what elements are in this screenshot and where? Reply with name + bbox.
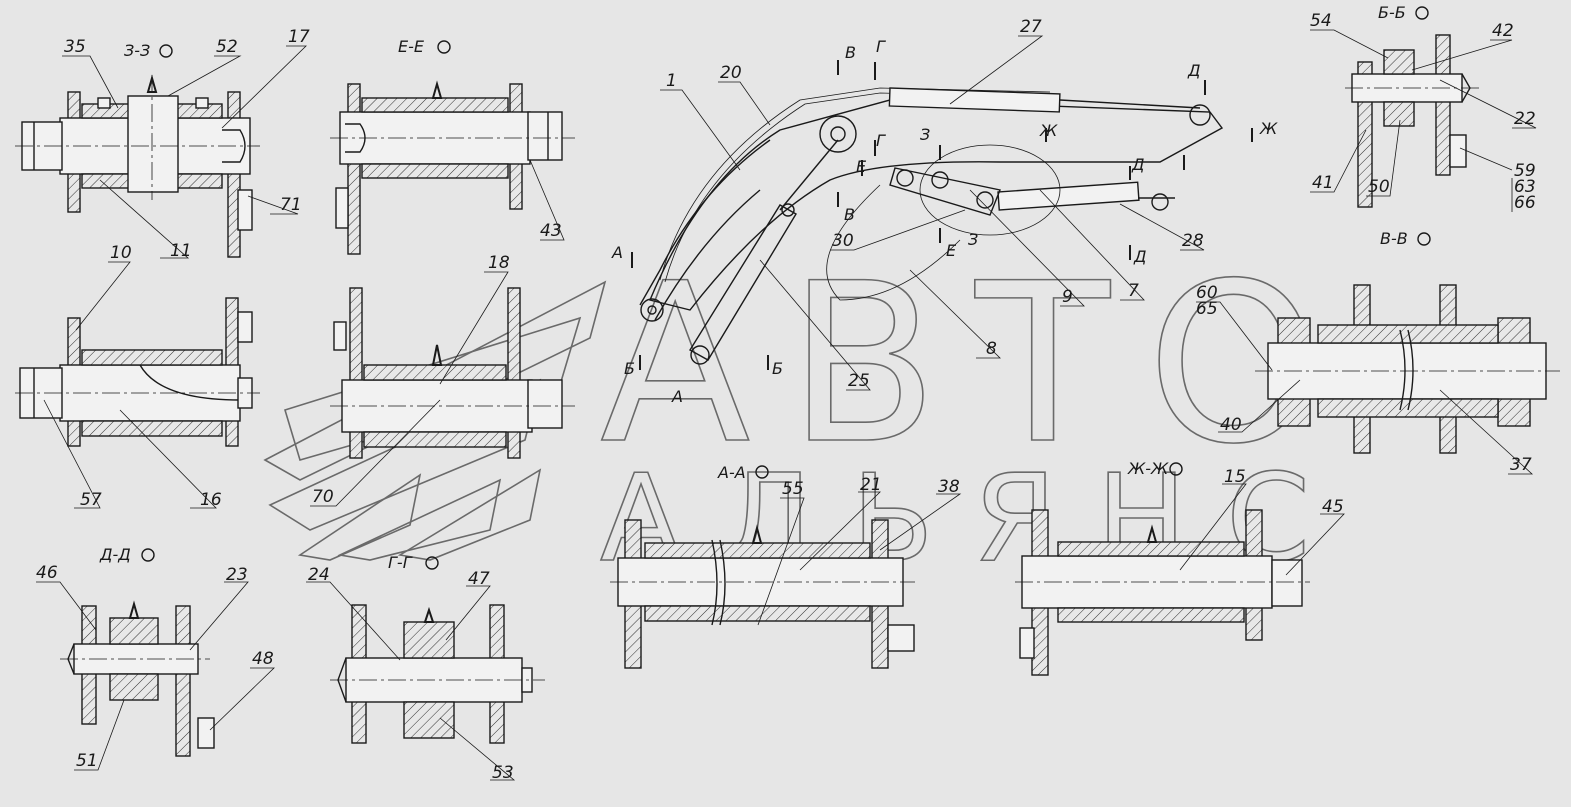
part-label: 27 bbox=[1020, 17, 1042, 37]
section-3-3-view bbox=[15, 74, 260, 258]
part-label: 50 bbox=[1368, 177, 1390, 197]
part-label: 47 bbox=[468, 569, 490, 589]
part-label: 71 bbox=[280, 195, 302, 215]
part-label: 70 bbox=[312, 487, 334, 507]
part-label: 42 bbox=[1492, 21, 1514, 41]
section-title-zh-zh: Ж-Ж bbox=[1127, 459, 1169, 478]
part-label: 54 bbox=[1310, 11, 1332, 31]
part-label: 63 bbox=[1514, 177, 1536, 197]
cut-mark: З bbox=[920, 125, 930, 144]
section-e-e-view bbox=[330, 80, 575, 255]
section-18-70-view bbox=[330, 287, 575, 459]
part-label: 38 bbox=[938, 477, 960, 497]
cut-mark: Ж bbox=[1039, 121, 1058, 140]
part-label: 48 bbox=[252, 649, 274, 669]
part-label: 28 bbox=[1182, 231, 1204, 251]
part-label: 60 bbox=[1196, 283, 1218, 303]
part-label: 23 bbox=[226, 565, 248, 585]
cut-mark: Е bbox=[856, 157, 867, 176]
part-label: 35 bbox=[64, 37, 86, 57]
part-label: 11 bbox=[170, 241, 192, 261]
part-label: 18 bbox=[488, 253, 510, 273]
cut-mark: Д bbox=[1187, 61, 1201, 80]
cut-mark: А bbox=[671, 387, 683, 406]
section-titles: З-З Е-Е Б-Б В-В А-А Ж-Ж Д-Д Г-Г bbox=[99, 3, 1431, 572]
cut-mark: Б bbox=[624, 359, 635, 378]
part-label: 41 bbox=[1312, 173, 1334, 193]
part-labels: 35 52 17 71 11 10 18 43 16 57 70 1 20 27… bbox=[36, 11, 1536, 783]
part-label: 16 bbox=[200, 490, 222, 510]
cut-mark: А bbox=[611, 243, 623, 262]
cut-mark-letters: В Г Д Ж Ж Г Е Е З З Д Д В А А Б Б bbox=[611, 37, 1278, 406]
part-label: 52 bbox=[216, 37, 238, 57]
part-label: 24 bbox=[308, 565, 330, 585]
section-title-3-3: З-З bbox=[124, 41, 150, 60]
part-label: 17 bbox=[288, 27, 310, 47]
section-d-d-view bbox=[60, 600, 215, 757]
watermark-line1: АВТО bbox=[600, 236, 1320, 492]
cut-mark: З bbox=[968, 230, 978, 249]
part-label: 66 bbox=[1514, 193, 1536, 213]
part-label: 65 bbox=[1196, 299, 1218, 319]
part-label: 30 bbox=[832, 231, 854, 251]
part-label: 43 bbox=[540, 221, 562, 241]
part-label: 55 bbox=[782, 479, 804, 499]
part-label: 51 bbox=[76, 751, 98, 771]
section-a-a-view bbox=[610, 519, 915, 669]
part-label: 53 bbox=[492, 763, 514, 783]
part-label: 7 bbox=[1128, 281, 1139, 301]
section-title-a-a: А-А bbox=[717, 463, 746, 482]
cut-mark: Б bbox=[772, 359, 783, 378]
cut-mark: Е bbox=[946, 241, 957, 260]
part-label: 21 bbox=[860, 475, 882, 495]
cut-mark: В bbox=[844, 205, 855, 224]
boom-assembly bbox=[631, 60, 1253, 370]
cut-mark: Г bbox=[876, 37, 886, 56]
part-label: 57 bbox=[80, 490, 102, 510]
part-label: 1 bbox=[666, 71, 677, 91]
section-title-v-v: В-В bbox=[1380, 229, 1408, 248]
part-label: 46 bbox=[36, 563, 58, 583]
part-label: 25 bbox=[848, 371, 870, 391]
section-g-g-view bbox=[330, 604, 545, 744]
part-label: 40 bbox=[1220, 415, 1242, 435]
part-label: 37 bbox=[1510, 455, 1532, 475]
cut-mark: Г bbox=[876, 131, 886, 150]
section-b-b-view bbox=[1345, 34, 1480, 208]
part-label: 9 bbox=[1062, 287, 1073, 307]
cut-mark: В bbox=[845, 43, 856, 62]
part-label: 10 bbox=[110, 243, 132, 263]
part-label: 8 bbox=[986, 339, 997, 359]
cut-mark: Д bbox=[1133, 247, 1147, 266]
section-title-g-g: Г-Г bbox=[388, 553, 413, 572]
part-label: 22 bbox=[1514, 109, 1536, 129]
section-title-b-b: Б-Б bbox=[1378, 3, 1406, 22]
section-10-16-view bbox=[15, 297, 260, 447]
section-title-d-d: Д-Д bbox=[99, 545, 131, 564]
leader-lines bbox=[36, 29, 1537, 781]
part-label: 15 bbox=[1224, 467, 1246, 487]
cut-mark: Ж bbox=[1259, 119, 1278, 138]
part-label: 45 bbox=[1322, 497, 1344, 517]
section-zh-zh-view bbox=[1015, 509, 1310, 676]
part-label: 59 bbox=[1514, 161, 1536, 181]
part-label: 20 bbox=[720, 63, 742, 83]
cut-mark: Д bbox=[1131, 155, 1145, 174]
section-v-v-view bbox=[1255, 284, 1560, 454]
section-title-e-e: Е-Е bbox=[398, 37, 425, 56]
